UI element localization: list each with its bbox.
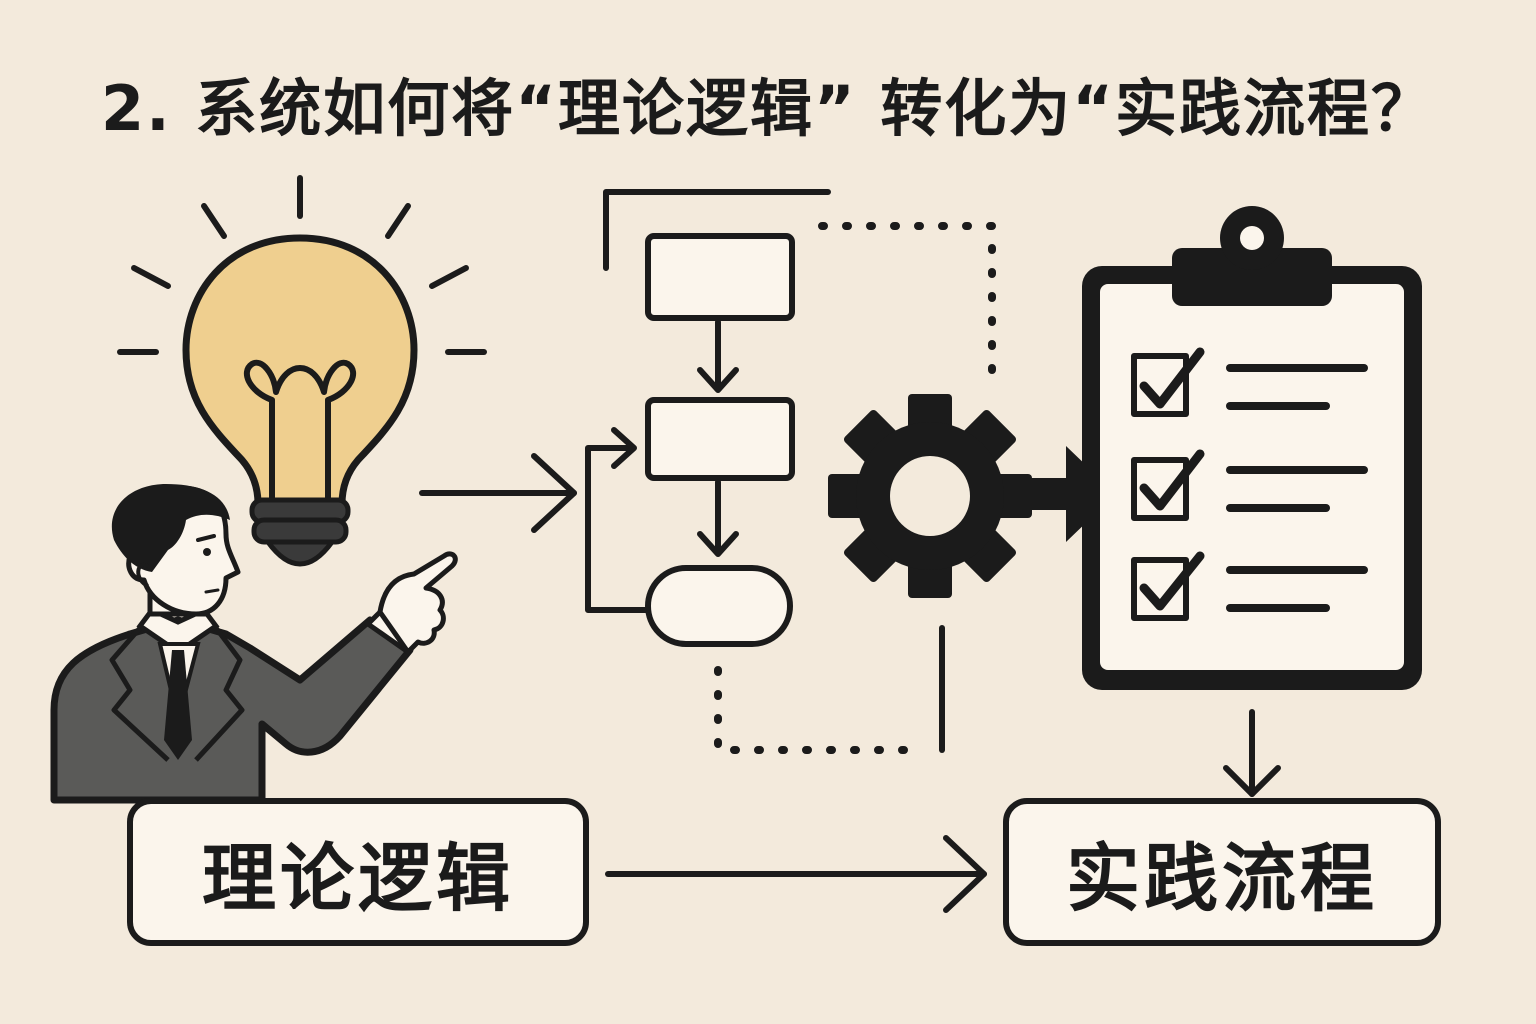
practice-process-label: 实践流程: [1003, 798, 1441, 946]
theory-logic-label: 理论逻辑: [127, 798, 589, 946]
arrow-down-icon: [1223, 709, 1281, 797]
arrow-right-icon: [605, 835, 987, 913]
clipboard-checklist-icon: [1082, 206, 1422, 690]
lightbulb-icon: [117, 175, 487, 567]
gear-icon: [828, 394, 1032, 598]
arrow-right-icon: [419, 453, 577, 533]
businessman-figure: [50, 484, 458, 804]
flowchart-diagram: [585, 189, 996, 754]
page-title: 2. 系统如何将“理论逻辑” 转化为“实践流程？: [100, 72, 1436, 145]
